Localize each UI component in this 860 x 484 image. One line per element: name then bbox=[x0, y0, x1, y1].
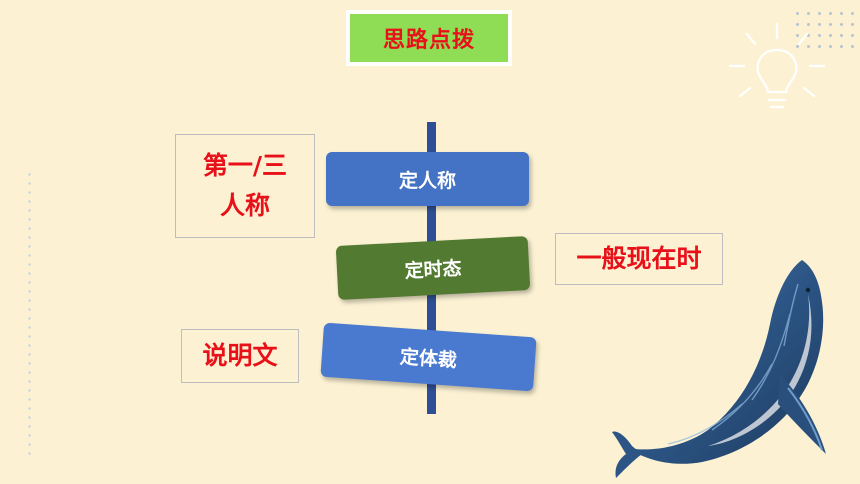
answer-person-line1: 第一/三 bbox=[202, 151, 288, 180]
dot-grid-decoration bbox=[792, 8, 858, 48]
dotted-divider bbox=[28, 170, 31, 460]
title-frame: 思路点拨 bbox=[346, 10, 512, 66]
sign-genre: 定体裁 bbox=[320, 322, 537, 392]
sign-person: 定人称 bbox=[326, 152, 529, 206]
answer-tense: 一般现在时 bbox=[555, 233, 723, 285]
answer-genre: 说明文 bbox=[181, 329, 299, 383]
answer-person-line2: 人称 bbox=[219, 191, 270, 220]
lightbulb-icon bbox=[728, 22, 826, 109]
answer-person: 第一/三 人称 bbox=[175, 134, 315, 238]
page-title: 思路点拨 bbox=[350, 14, 508, 62]
whale-illustration bbox=[612, 260, 826, 478]
sign-tense: 定时态 bbox=[335, 236, 531, 300]
